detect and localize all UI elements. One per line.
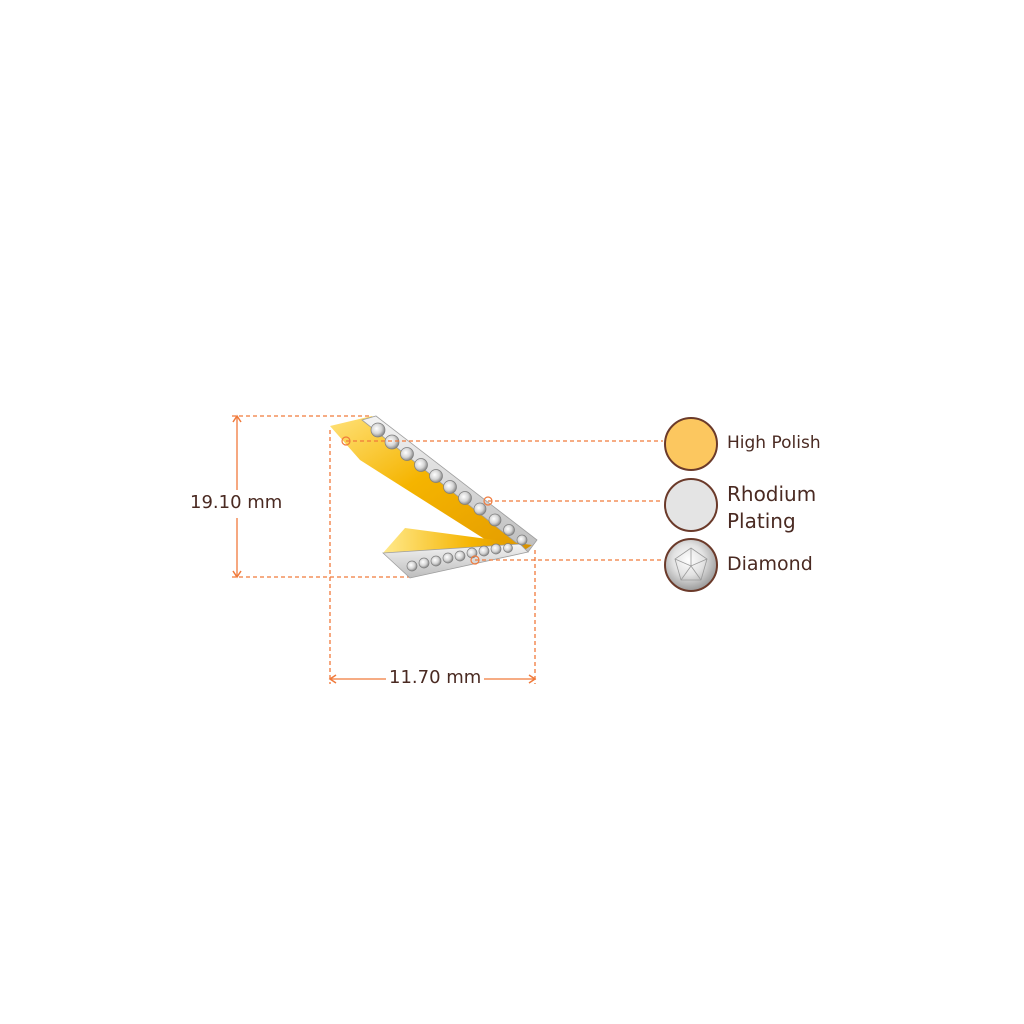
high-polish-swatch <box>664 417 718 471</box>
diamond-stone <box>414 458 428 472</box>
diamond-stone <box>503 543 513 553</box>
rhodium-plating-swatch <box>664 478 718 532</box>
diamond-stone <box>443 480 457 494</box>
legend-label-diamond: Diamond <box>727 553 813 575</box>
diamond-stone <box>370 422 386 438</box>
diamond-stone <box>490 543 502 555</box>
diamond-stone <box>458 491 472 505</box>
upper-gold-blade <box>330 416 532 552</box>
diamond-stone <box>430 555 442 567</box>
legend-leader-lines <box>341 436 663 565</box>
leader-dot-high-polish <box>341 436 351 446</box>
width-arrow-right <box>528 674 537 684</box>
diamond-stone <box>503 524 515 536</box>
diamond-stone <box>429 469 443 483</box>
lower-pave-strip <box>382 543 529 579</box>
legend-label-high-polish: High Polish <box>727 433 821 453</box>
legend-label-rhodium-plating: Rhodium Plating <box>727 482 817 533</box>
earring-illustration <box>330 415 538 579</box>
diamond-stone <box>384 434 400 450</box>
diamond-stone <box>488 513 502 527</box>
leader-dot-diamond <box>470 555 480 565</box>
diamond-stone <box>473 502 487 516</box>
diamond-stone <box>516 534 528 546</box>
diamond-stone <box>418 557 430 569</box>
diamond-stone <box>454 550 466 562</box>
width-dimension-label: 11.70 mm <box>386 669 485 687</box>
height-dimension <box>232 414 410 579</box>
legend-swatches <box>664 417 718 592</box>
diamond-stones <box>370 422 528 572</box>
diamond-stone <box>406 560 418 572</box>
height-arrow-top <box>232 414 242 423</box>
height-arrow-bottom <box>232 570 242 579</box>
width-arrow-left <box>328 674 337 684</box>
diamond-stone <box>442 552 454 564</box>
height-dimension-label: 19.10 mm <box>190 492 283 513</box>
diamond-stone <box>400 447 414 461</box>
leader-dot-rhodium <box>483 496 493 506</box>
diamond-facet-icon <box>674 547 708 581</box>
diamond-stone <box>478 545 490 557</box>
